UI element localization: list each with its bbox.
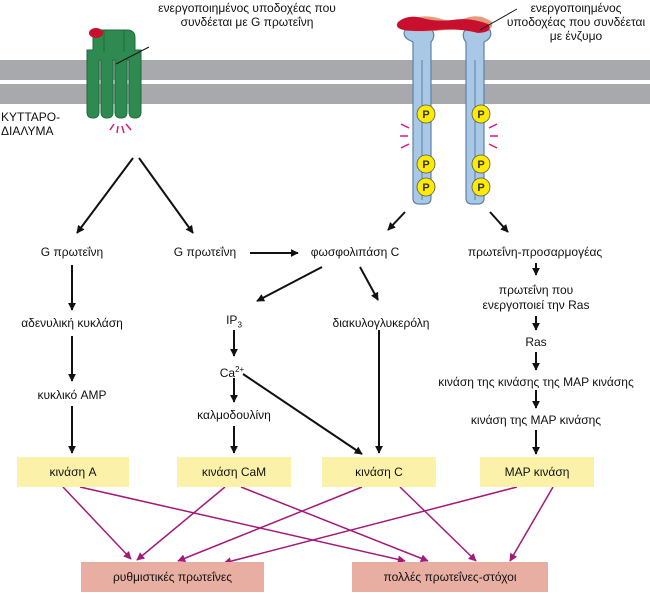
kinase-a-box: κινάση A — [17, 457, 129, 487]
g-protein-node: G πρωτεΐνη — [173, 245, 237, 259]
svg-text:P: P — [477, 109, 484, 121]
mapkk-node: κινάση της MAP κινάσης — [470, 413, 602, 427]
gpcr-caption: ενεργοποιημένος υποδοχέας που συνδέεται … — [158, 1, 336, 29]
svg-text:P: P — [477, 159, 484, 171]
target-arrow — [240, 486, 429, 563]
mapkkk-node: κινάση της κινάσης της MAP κινάσης — [438, 375, 634, 389]
gpcr-ligand — [89, 28, 103, 38]
adaptor-protein-node: πρωτεΐνη-προσαρμογέας — [467, 245, 603, 259]
calmodulin-node: καλμοδουλίνη — [197, 408, 271, 422]
cytosol-label: ΚΥΤΤΑΡΟ- ΔΙΑΛΥΜΑ — [1, 110, 61, 138]
pathway-arrow — [387, 211, 406, 231]
pathway-arrows — [68, 157, 540, 455]
phosphate-group: P — [471, 104, 491, 124]
phospholipase-c-node: φωσφολιπάση C — [310, 245, 400, 259]
ras-node: Ras — [525, 335, 547, 349]
rtk-caption: ενεργοποιημένος υποδοχέας που συνδέεται … — [506, 1, 646, 43]
svg-text:P: P — [477, 182, 484, 194]
target-arrow — [62, 486, 132, 560]
target-arrow — [509, 486, 554, 562]
pathway-arrow — [76, 157, 134, 234]
target-proteins-box: πολλές πρωτεΐνες-στόχοι — [352, 562, 548, 592]
ip3-node: IP3 — [226, 313, 242, 330]
pathway-arrow — [138, 157, 194, 234]
phosphate-group: P — [471, 154, 491, 174]
regulatory-proteins-box: ρυθμιστικές πρωτεΐνες — [81, 562, 264, 592]
pathway-arrow — [359, 266, 379, 301]
map-kinase-box: MAP κινάση — [480, 457, 594, 487]
target-arrow — [399, 486, 477, 562]
cell-membrane — [0, 60, 650, 104]
diacylglycerol-node: διακυλογλυκερόλη — [332, 316, 430, 330]
cyclic-amp-node: κυκλικό AMP — [37, 388, 107, 402]
pathway-arrow — [256, 266, 323, 302]
rtk-caption-leader — [479, 8, 518, 31]
adenylyl-cyclase-node: αδενυλική κυκλάση — [21, 316, 123, 330]
phosphate-group: P — [416, 154, 436, 174]
rtk-activation-glow — [400, 123, 498, 149]
target-arrow — [79, 486, 406, 564]
gpcr-caption-leader — [115, 46, 150, 65]
gpcr-activation-glow — [109, 123, 132, 134]
calcium-node: Ca2+ — [219, 365, 245, 380]
kinase-c-box: κινάση C — [322, 457, 436, 487]
pathway-arrow — [489, 211, 509, 233]
target-arrow — [223, 486, 518, 566]
ras-activator-node-line1: πρωτεΐνη που — [498, 283, 574, 297]
phosphate-group: P — [471, 177, 491, 197]
gpcr-receptor — [86, 29, 142, 119]
rtk-ligand — [396, 16, 493, 33]
kinase-camk-box: κινάση CaM — [177, 457, 291, 487]
phosphate-group: P — [416, 104, 436, 124]
pathway-arrow — [242, 373, 363, 455]
ras-activator-node-line2: ενεργοποιεί την Ras — [482, 298, 590, 312]
g-protein-node: G πρωτεΐνη — [40, 245, 104, 259]
phosphate-group: P — [416, 177, 436, 197]
svg-text:P: P — [422, 159, 429, 171]
target-arrows — [62, 486, 554, 566]
svg-text:P: P — [422, 109, 429, 121]
target-arrow — [136, 486, 226, 561]
svg-text:P: P — [422, 182, 429, 194]
target-arrow — [177, 486, 363, 563]
